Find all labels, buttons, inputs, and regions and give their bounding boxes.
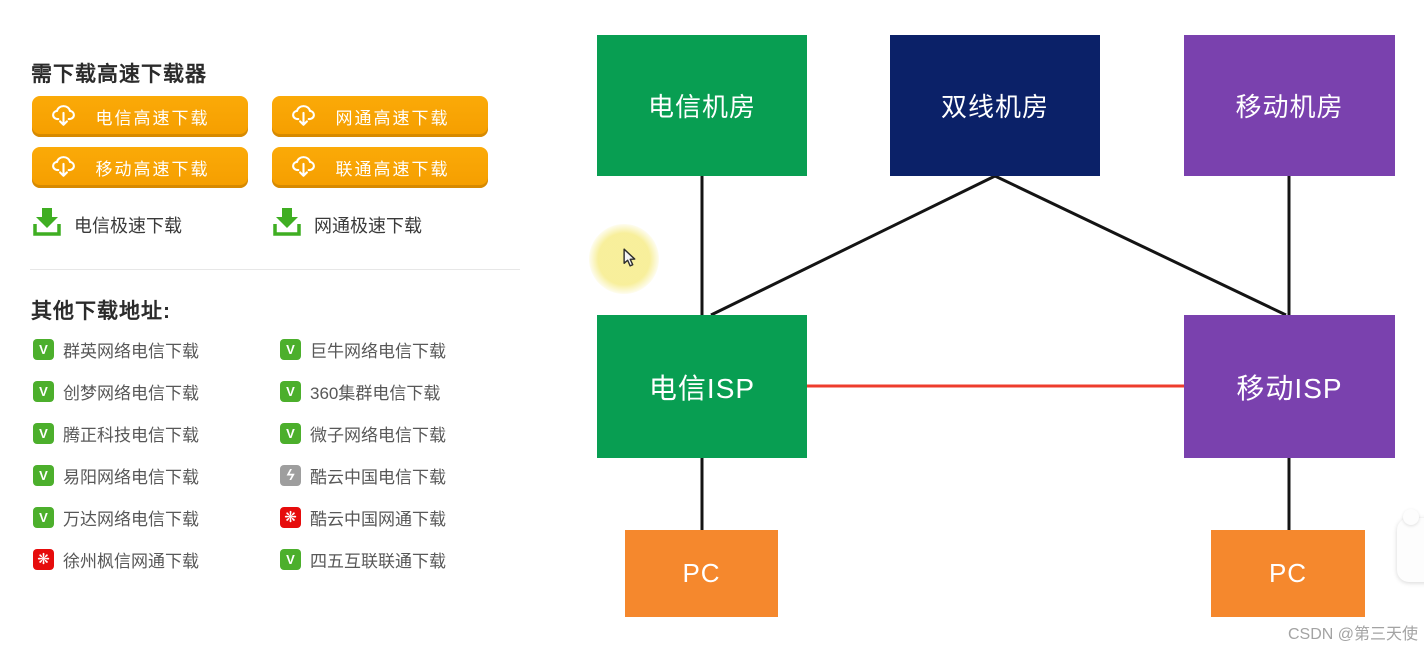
button-label: 电信高速下载 <box>95 109 210 128</box>
link-label: 万达网络电信下载 <box>63 509 199 529</box>
link-label: 四五互联联通下载 <box>310 551 446 571</box>
node-mobile-isp: 移动ISP <box>1184 315 1395 458</box>
link-label: 易阳网络电信下载 <box>63 467 199 487</box>
green-download-tray-icon <box>32 205 62 244</box>
download-site-link[interactable]: V 群英网络电信下载 <box>33 337 280 361</box>
express-download-row: 电信极速下载 网通极速下载 <box>32 205 488 244</box>
link-label: 酷云中国网通下载 <box>310 509 446 529</box>
download-site-link[interactable]: V 腾正科技电信下载 <box>33 421 280 445</box>
unicom-high-speed-download-button[interactable]: 联通高速下载 <box>272 147 488 188</box>
mobile-high-speed-download-button[interactable]: 移动高速下载 <box>32 147 248 188</box>
download-site-link[interactable]: ❋ 酷云中国网通下载 <box>280 505 500 529</box>
download-site-link[interactable]: V 创梦网络电信下载 <box>33 379 280 403</box>
download-site-link[interactable]: V 万达网络电信下载 <box>33 505 280 529</box>
cloud-download-icon <box>290 154 317 181</box>
node-label: PC <box>1268 558 1308 588</box>
telecom-express-download-link[interactable]: 电信极速下载 <box>32 205 248 244</box>
node-pc-left: PC <box>625 530 778 617</box>
telecom-high-speed-download-button[interactable]: 电信高速下载 <box>32 96 248 137</box>
node-label: PC <box>682 558 721 588</box>
section-divider <box>30 269 520 270</box>
node-pc-right: PC <box>1211 530 1365 617</box>
green-v-icon: V <box>33 422 54 444</box>
watermark-text: CSDN @第三天使 <box>1287 626 1418 643</box>
node-telecom-room: 电信机房 <box>597 35 807 176</box>
link-label: 创梦网络电信下载 <box>63 383 199 403</box>
link-label: 微子网络电信下载 <box>310 425 446 445</box>
download-site-link[interactable]: V 巨牛网络电信下载 <box>280 337 500 361</box>
download-site-link[interactable]: V 易阳网络电信下载 <box>33 463 280 487</box>
netcom-express-download-link[interactable]: 网通极速下载 <box>272 205 488 244</box>
cloud-download-icon <box>50 103 77 130</box>
cloud-download-icon <box>290 103 317 130</box>
node-label: 电信机房 <box>647 92 756 122</box>
link-label: 群英网络电信下载 <box>63 341 199 361</box>
green-v-icon: V <box>280 380 301 402</box>
node-label: 移动机房 <box>1235 92 1344 122</box>
red-knot-icon: ❋ <box>33 548 54 570</box>
download-site-link[interactable]: ❋ 徐州枫信网通下载 <box>33 547 280 571</box>
download-site-link[interactable]: V 四五互联联通下载 <box>280 547 500 571</box>
green-download-tray-icon <box>272 205 302 244</box>
high-speed-button-grid: 电信高速下载 网通高速下载 移动高速下载 <box>32 96 488 188</box>
node-label: 双线机房 <box>940 92 1049 122</box>
edge-dual-room-to-telecom-isp <box>710 174 996 317</box>
edge-dual-room-to-mobile-isp <box>994 174 1287 317</box>
green-v-icon: V <box>33 380 54 402</box>
green-v-icon: V <box>33 506 54 528</box>
green-v-icon: V <box>280 338 301 360</box>
express-link-label: 网通极速下载 <box>314 215 422 236</box>
link-label: 腾正科技电信下载 <box>63 425 199 445</box>
green-v-icon: V <box>280 548 301 570</box>
other-downloads-heading: 其他下载地址: <box>31 300 171 323</box>
link-label: 酷云中国电信下载 <box>310 467 446 487</box>
node-mobile-room: 移动机房 <box>1184 35 1395 176</box>
gray-lightning-icon: ϟ <box>280 464 301 486</box>
button-label: 联通高速下载 <box>335 160 450 179</box>
green-v-icon: V <box>33 464 54 486</box>
node-label: 电信ISP <box>648 372 756 404</box>
download-site-link[interactable]: V 微子网络电信下载 <box>280 421 500 445</box>
express-link-label: 电信极速下载 <box>74 215 182 236</box>
right-edge-floating-widget[interactable] <box>1397 509 1424 582</box>
download-site-link[interactable]: ϟ 酷云中国电信下载 <box>280 463 500 487</box>
downloader-heading: 需下载高速下载器 <box>31 63 207 86</box>
netcom-high-speed-download-button[interactable]: 网通高速下载 <box>272 96 488 137</box>
node-telecom-isp: 电信ISP <box>597 315 807 458</box>
cloud-download-icon <box>50 154 77 181</box>
link-label: 巨牛网络电信下载 <box>310 341 446 361</box>
link-label: 360集群电信下载 <box>310 383 441 403</box>
node-label: 移动ISP <box>1236 372 1343 404</box>
red-knot-icon: ❋ <box>280 506 301 528</box>
button-label: 移动高速下载 <box>95 160 210 179</box>
link-label: 徐州枫信网通下载 <box>63 551 199 571</box>
download-site-link[interactable]: V 360集群电信下载 <box>280 379 500 403</box>
green-v-icon: V <box>280 422 301 444</box>
green-v-icon: V <box>33 338 54 360</box>
button-label: 网通高速下载 <box>335 109 450 128</box>
node-dual-line-room: 双线机房 <box>890 35 1100 176</box>
other-download-links-grid: V 群英网络电信下载 V 巨牛网络电信下载 V 创梦网络电信下载 V 360集群… <box>33 337 500 571</box>
